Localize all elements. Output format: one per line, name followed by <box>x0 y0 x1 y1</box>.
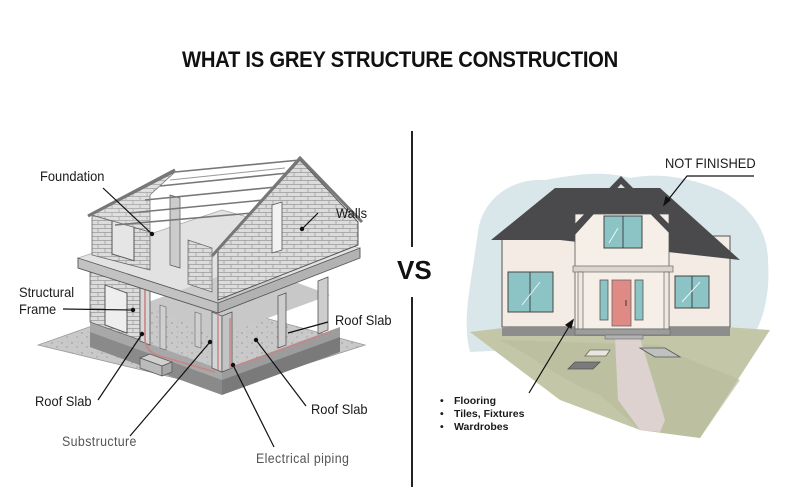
list-item: Flooring <box>440 395 524 408</box>
label-roof-slab-right: Roof Slab <box>335 312 392 328</box>
label-foundation: Foundation <box>40 168 105 184</box>
vs-label: VS <box>397 255 432 285</box>
label-substructure: Substructure <box>62 434 137 449</box>
label-roof-slab-bottom: Roof Slab <box>311 401 368 417</box>
divider-top <box>411 131 413 247</box>
label-roof-slab-left: Roof Slab <box>35 393 92 409</box>
label-electrical-piping: Electrical piping <box>256 451 350 466</box>
list-item: Wardrobes <box>440 421 524 434</box>
right-leader-lines <box>528 175 754 394</box>
finishing-items-list: Flooring Tiles, Fixtures Wardrobes <box>440 395 524 434</box>
label-structural-frame-line1: Structural <box>19 284 75 300</box>
divider-bottom <box>411 297 413 487</box>
left-leader-lines <box>62 187 329 448</box>
label-walls: Walls <box>336 205 368 221</box>
grey-structure-house <box>36 155 367 395</box>
page-title: WHAT IS GREY STRUCTURE CONSTRUCTION <box>181 47 618 72</box>
finished-house <box>466 173 770 438</box>
list-item: Tiles, Fixtures <box>440 408 524 421</box>
label-not-finished: NOT FINISHED <box>665 155 756 171</box>
label-structural-frame-line2: Frame <box>19 301 57 317</box>
